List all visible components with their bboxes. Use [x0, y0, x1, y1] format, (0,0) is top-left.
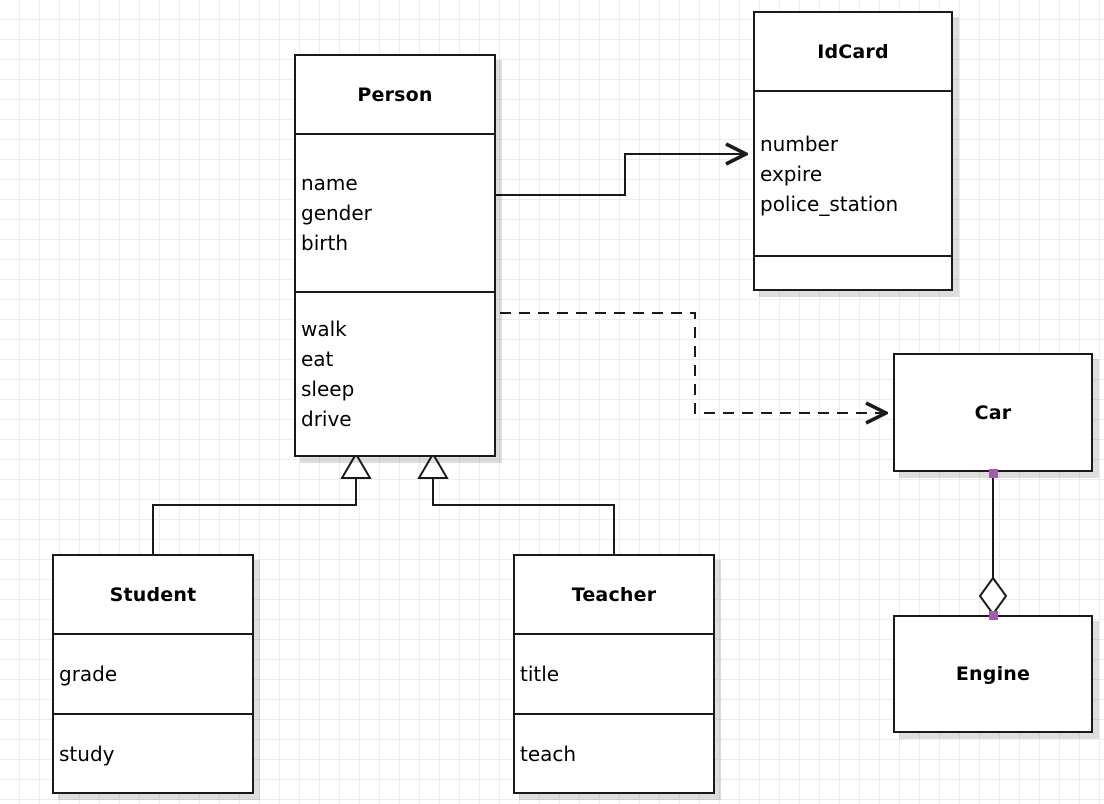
class-name-label: Teacher: [571, 583, 657, 606]
class-name-label: Person: [357, 83, 433, 106]
edge-person-idcard-line: [496, 154, 746, 196]
methods-compartment-teacher: teach: [515, 713, 713, 792]
class-box-student[interactable]: Student grade study: [52, 554, 254, 794]
class-title-student: Student: [54, 556, 252, 633]
edge-teacher-person-line: [432, 476, 615, 554]
class-title-person: Person: [296, 56, 494, 133]
method-item: drive: [301, 407, 352, 431]
class-title-idcard: IdCard: [755, 13, 951, 90]
class-title-teacher: Teacher: [515, 556, 713, 633]
hollow-triangle-icon: [417, 452, 449, 479]
connector-handle-car-end[interactable]: [988, 468, 998, 478]
methods-compartment-idcard: [755, 255, 951, 289]
class-box-car[interactable]: Car: [893, 353, 1093, 472]
hollow-triangle-icon: [340, 452, 372, 479]
methods-compartment-student: study: [54, 713, 252, 792]
class-box-teacher[interactable]: Teacher title teach: [513, 554, 715, 794]
attribute-item: number: [760, 131, 839, 156]
class-box-engine[interactable]: Engine: [893, 615, 1093, 733]
attribute-item: name: [301, 171, 358, 195]
class-name-label: Engine: [955, 663, 1031, 685]
attributes-compartment-student: grade: [54, 633, 252, 713]
attributes-compartment-idcard: number expire police_station: [755, 90, 951, 255]
attribute-item: title: [520, 662, 560, 686]
methods-compartment-person: walk eat sleep drive: [296, 291, 494, 455]
method-item: teach: [520, 741, 577, 766]
class-title-engine: Engine: [895, 617, 1091, 731]
edge-student-person-line: [152, 476, 357, 554]
class-title-car: Car: [895, 355, 1091, 470]
edge-person-car-line: [500, 312, 886, 413]
attribute-item: gender: [301, 201, 372, 225]
attributes-compartment-teacher: title: [515, 633, 713, 713]
edge-student-person: [152, 452, 372, 554]
connector-handle-engine-end[interactable]: [988, 610, 998, 620]
method-item: walk: [301, 317, 347, 341]
attribute-item: expire: [760, 161, 823, 186]
class-name-label: Car: [974, 401, 1012, 424]
attribute-item: police_station: [760, 191, 899, 216]
class-box-person[interactable]: Person name gender birth walk eat sleep …: [294, 54, 496, 457]
method-item: sleep: [301, 377, 355, 401]
attribute-item: grade: [59, 662, 118, 686]
class-box-idcard[interactable]: IdCard number expire police_station: [753, 11, 953, 291]
edge-car-engine: [978, 472, 1008, 616]
edge-person-idcard: [496, 154, 746, 196]
method-item: study: [59, 741, 115, 766]
edge-teacher-person: [417, 452, 615, 554]
class-name-label: Student: [109, 583, 197, 606]
attributes-compartment-person: name gender birth: [296, 133, 494, 291]
edge-person-car: [500, 312, 886, 413]
attribute-item: birth: [301, 231, 348, 255]
method-item: eat: [301, 347, 334, 371]
hollow-diamond-icon: [978, 576, 1008, 616]
class-name-label: IdCard: [817, 40, 889, 63]
